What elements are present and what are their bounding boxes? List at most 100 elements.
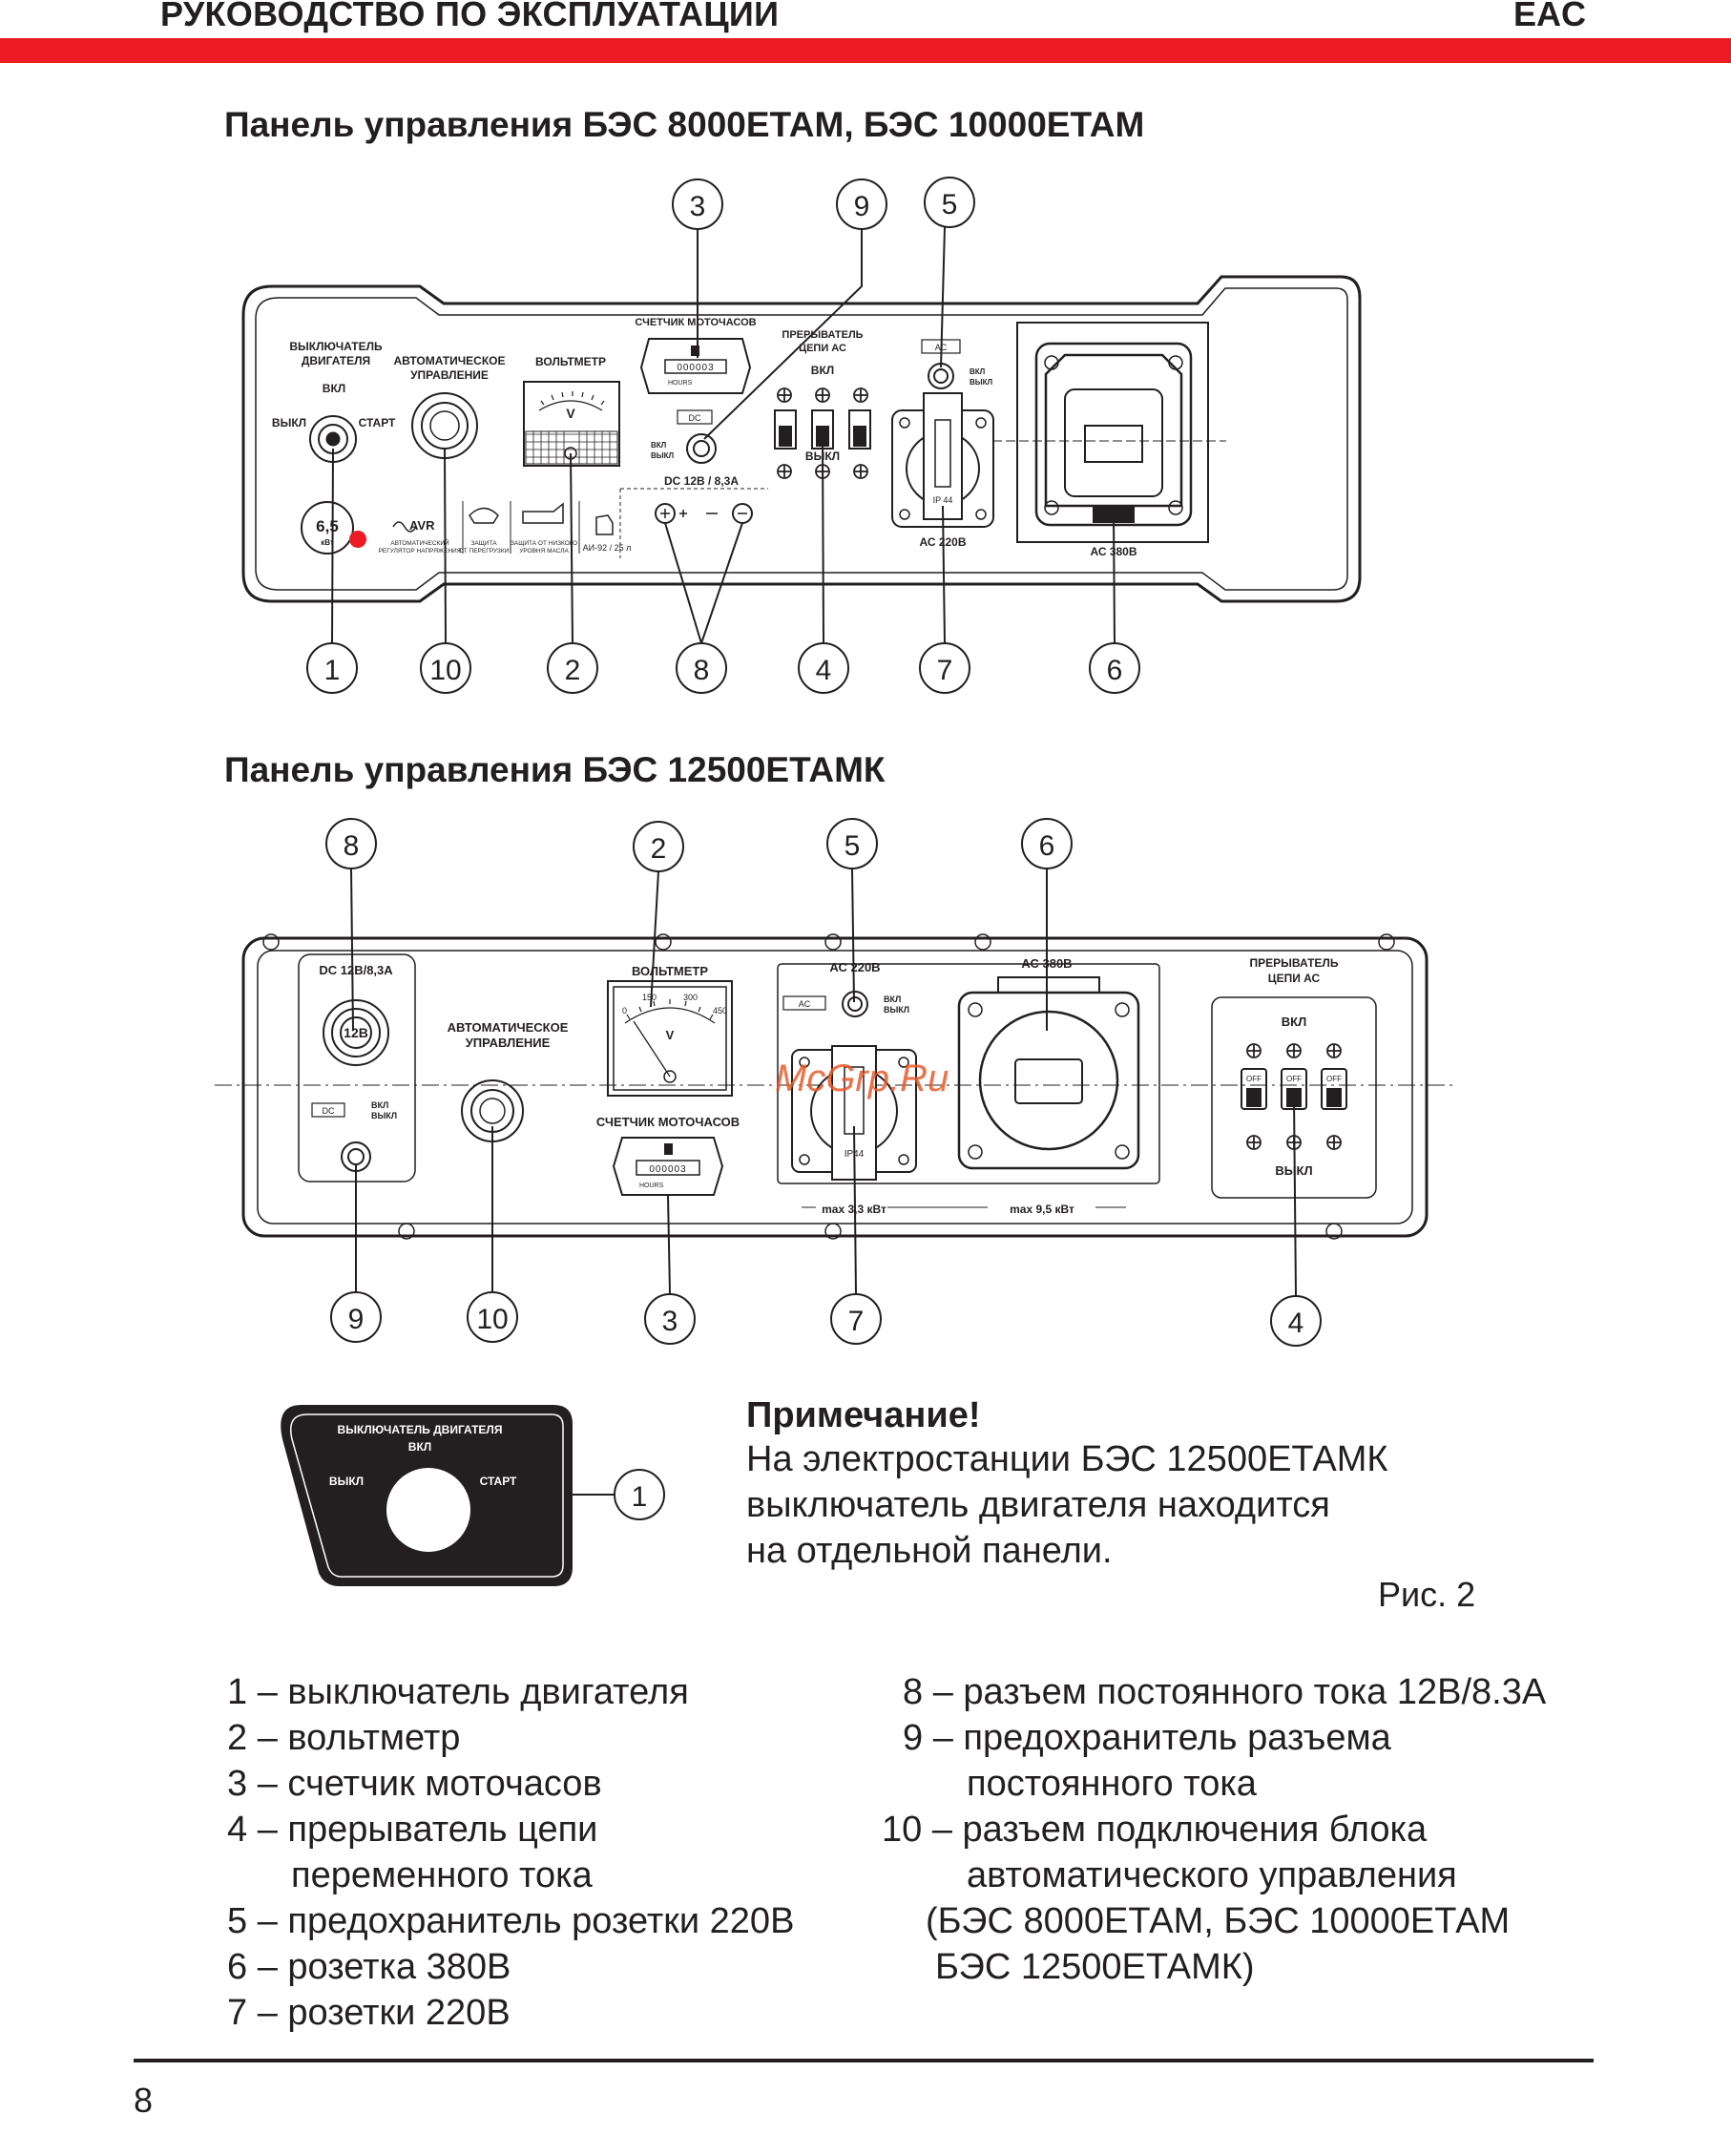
p2-ac220-label: АС 220В [829, 960, 880, 974]
p2-callout-6: 6 [1039, 830, 1055, 862]
panel2-title: Панель управления БЭС 12500ЕТАМК [224, 750, 886, 789]
p1-ac-fuse-on: ВКЛ [970, 367, 986, 376]
p2-voltmeter [607, 980, 733, 1097]
p1-breaker-on: ВКЛ [811, 364, 834, 377]
note-line-1: На электростанции БЭС 12500ЕТАМК [746, 1439, 1388, 1479]
p1-breaker-label-2: ЦЕПИ АС [799, 343, 846, 354]
legend-item-10-models: (БЭС 8000ЕТАМ, БЭС 10000ЕТАМ [926, 1901, 1511, 1941]
p1-counter-value: 000003 [677, 363, 714, 373]
p2-breaker-label-1: ПРЕРЫВАТЕЛЬ [1250, 956, 1339, 970]
panel2: DC 12В/8,3А 12В DC ВКЛ ВЫКЛ АВТОМАТИЧЕСК… [215, 818, 1455, 1347]
legend-item-10: 10 – разъем подключения блока [882, 1810, 1428, 1850]
p1-callout-4: 4 [816, 655, 832, 686]
p2-counter-value: 000003 [649, 1164, 686, 1175]
p1-overload-text-2: ОТ ПЕРЕГРУЗКИ [459, 548, 510, 555]
p2-callout-9: 9 [348, 1304, 365, 1335]
legend-item-2: 2 – вольтметр [227, 1718, 461, 1758]
p1-ac-fuse-off: ВЫКЛ [970, 378, 992, 387]
sp-start: СТАРТ [480, 1475, 517, 1488]
p1-fuel-icon [595, 514, 614, 535]
p1-dc-badge: DC [689, 413, 701, 423]
p2-ac-badge: AC [799, 999, 811, 1009]
legend-item-5: 5 – предохранитель розетки 220В [227, 1901, 795, 1941]
p2-breaker-on: ВКЛ [1282, 1015, 1306, 1029]
p2-hour-counter [612, 1137, 724, 1196]
p1-engine-switch-label-1: ВЫКЛЮЧАТЕЛЬ [289, 340, 383, 353]
p1-power-unit: кВт [321, 538, 334, 547]
note-line-2: выключатель двигателя находится [746, 1485, 1330, 1525]
p1-callout-3: 3 [690, 191, 706, 222]
p1-off-label: ВЫКЛ [272, 416, 306, 429]
p1-socket-380 [1034, 342, 1193, 527]
p1-callout-5: 5 [942, 189, 958, 220]
p1-callout-10: 10 [429, 655, 461, 686]
p2-callout-5: 5 [845, 830, 861, 862]
sp-callout-1: 1 [632, 1481, 648, 1513]
p1-callout-8: 8 [694, 655, 710, 686]
p1-callout-9: 9 [854, 191, 870, 222]
p1-callout-1: 1 [324, 655, 341, 686]
p2-callout-2: 2 [651, 833, 667, 865]
legend-item-9: 9 – предохранитель разъема [903, 1718, 1391, 1758]
note-line-3: на отдельной панели. [746, 1531, 1113, 1571]
p2-ac-fuse [842, 991, 868, 1017]
panel1-outline [241, 275, 1362, 603]
p1-avr-text-1: АВТОМАТИЧЕСКИЙ [390, 538, 449, 547]
p1-hour-counter-label: СЧЕТЧИК МОТОЧАСОВ [635, 317, 756, 328]
p1-power-value: 6,5 [316, 517, 339, 535]
p1-breaker-1 [774, 409, 797, 450]
p1-dc-fuse [686, 433, 717, 464]
note-title: Примечание! [746, 1395, 981, 1435]
p2-breaker-1 [1241, 1068, 1267, 1110]
p1-start-label: СТАРТ [359, 416, 396, 429]
sp-on: ВКЛ [408, 1440, 431, 1454]
p2-max-380: max 9,5 кВт [1010, 1203, 1074, 1216]
p1-oil-text-2: УРОВНЯ МАСЛА [519, 548, 569, 555]
p1-oil-icon [522, 502, 564, 524]
legend-item-7: 7 – розетки 220В [227, 1993, 511, 2033]
p2-hours: HOURS [639, 1183, 664, 1189]
page-number: 8 [134, 2081, 154, 2120]
p2-off-tag-1: OFF [1246, 1075, 1262, 1083]
p2-socket-380 [957, 991, 1140, 1170]
panel1-inner [255, 287, 1348, 591]
p2-dc-label: DC 12В/8,3А [319, 963, 393, 977]
p1-voltmeter-label: ВОЛЬТМЕТР [535, 355, 606, 368]
p1-engine-switch-label-2: ДВИГАТЕЛЯ [302, 354, 370, 367]
p1-auto-label-1: АВТОМАТИЧЕСКОЕ [393, 354, 505, 367]
p1-hour-counter [639, 338, 752, 394]
watermark: McGrp.Ru [775, 1057, 949, 1099]
legend-item-1: 1 – выключатель двигателя [227, 1672, 689, 1712]
p1-auto-label-2: УПРАВЛЕНИЕ [410, 368, 489, 382]
p2-breaker-label-2: ЦЕПИ АС [1268, 972, 1321, 985]
p1-hours: HOURS [668, 380, 693, 387]
p2-ac-off: ВЫКЛ [884, 1005, 909, 1015]
p2-off-tag-3: OFF [1326, 1075, 1342, 1083]
p2-dc-on: ВКЛ [371, 1100, 388, 1110]
legend-item-4-cont: переменного тока [291, 1855, 593, 1895]
p2-auto-label-1: АВТОМАТИЧЕСКОЕ [448, 1020, 569, 1035]
p2-ac-on: ВКЛ [884, 994, 901, 1004]
p2-auto-label-2: УПРАВЛЕНИЕ [466, 1036, 551, 1050]
legend-item-4: 4 – прерыватель цепи [227, 1810, 598, 1850]
p2-scale-0: 0 [622, 1006, 627, 1015]
p1-overload-text-1: ЗАЩИТА [470, 540, 497, 547]
p2-hour-counter-label: СЧЕТЧИК МОТОЧАСОВ [596, 1115, 740, 1129]
legend-item-8: 8 – разъем постоянного тока 12В/8.3А [903, 1672, 1547, 1712]
p2-callout-3: 3 [662, 1306, 678, 1337]
p2-scale-150: 150 [642, 993, 657, 1002]
panel1: ВЫКЛЮЧАТЕЛЬ ДВИГАТЕЛЯ ВКЛ ВЫКЛ СТАРТ 6,5… [241, 177, 1362, 694]
p2-dc-socket [323, 999, 389, 1066]
p2-dc-off: ВЫКЛ [371, 1111, 397, 1120]
legend-item-9-cont: постоянного тока [967, 1764, 1257, 1804]
p1-dc-fuse-on: ВКЛ [651, 441, 667, 450]
p2-callout-7: 7 [848, 1306, 865, 1337]
p2-off-tag-2: OFF [1286, 1075, 1302, 1083]
p1-oil-text-1: ЗАЩИТА ОТ НИЗКОГО [511, 540, 577, 547]
p2-dc-socket-label: 12В [344, 1025, 368, 1040]
p1-power-badge [301, 501, 354, 555]
p2-callout-4: 4 [1288, 1308, 1304, 1339]
header-title: РУКОВОДСТВО ПО ЭКСПЛУАТАЦИИ [160, 0, 780, 33]
p1-callout-2: 2 [565, 655, 581, 686]
p1-dc-label: DC 12В / 8,3А [664, 474, 739, 488]
